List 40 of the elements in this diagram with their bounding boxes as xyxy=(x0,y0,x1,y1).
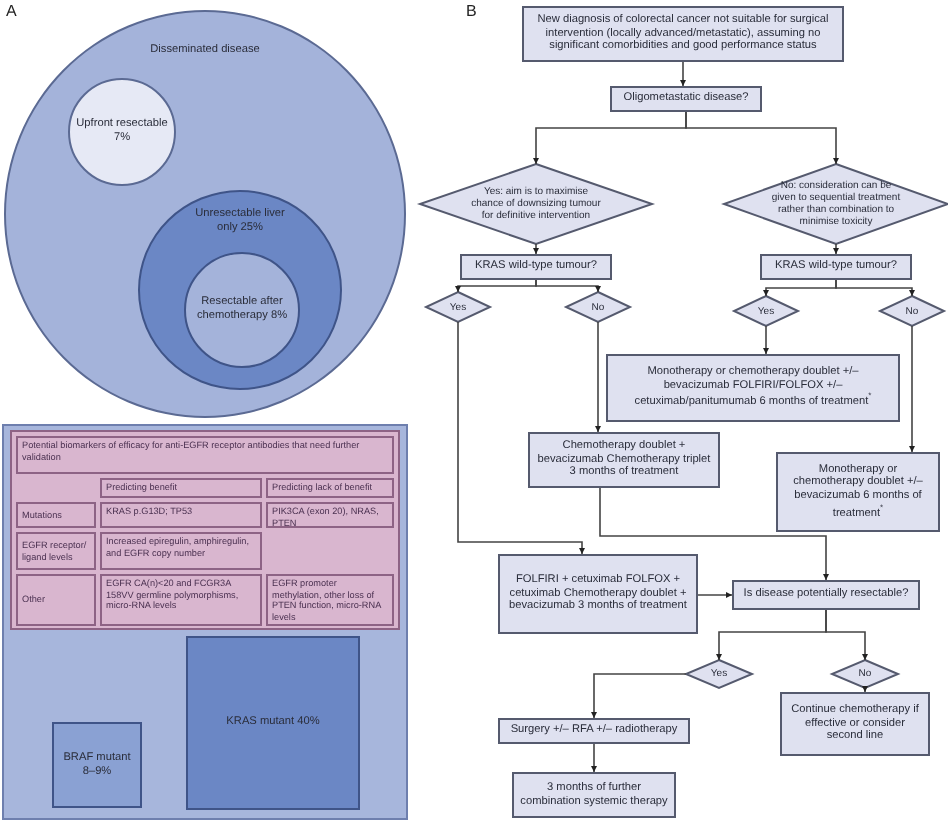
proportion-square xyxy=(186,636,360,810)
process-box xyxy=(760,254,912,280)
panel-letter: A xyxy=(6,2,17,20)
arrow xyxy=(590,743,598,773)
decision-diamond xyxy=(420,164,652,244)
arrow xyxy=(535,279,602,293)
process-box xyxy=(610,86,762,112)
region-circle xyxy=(184,252,300,368)
proportion-square xyxy=(52,722,142,808)
arrow xyxy=(762,325,770,355)
decision-diamond xyxy=(686,660,752,688)
arrow xyxy=(594,321,602,433)
panel-letter: B xyxy=(466,2,477,20)
arrow xyxy=(590,673,687,719)
process-box xyxy=(606,354,900,422)
decision-diamond xyxy=(724,164,948,244)
region-circle xyxy=(68,78,176,186)
process-box xyxy=(776,452,940,532)
process-box xyxy=(522,6,844,62)
arrow xyxy=(908,325,916,453)
process-box xyxy=(732,580,920,610)
decision-diamond xyxy=(734,296,798,326)
arrow xyxy=(825,609,869,661)
arrow xyxy=(685,111,840,165)
process-box xyxy=(498,718,690,744)
decision-diamond xyxy=(832,660,898,688)
arrow xyxy=(454,279,537,293)
arrow xyxy=(457,321,586,555)
arrow xyxy=(697,591,733,599)
process-box xyxy=(460,254,612,280)
decision-diamond xyxy=(880,296,944,326)
arrow xyxy=(832,243,840,255)
decision-diamond xyxy=(566,292,630,322)
arrow xyxy=(835,279,916,297)
arrow xyxy=(599,487,830,581)
arrow xyxy=(532,243,540,255)
decision-diamond xyxy=(426,292,490,322)
arrow xyxy=(679,61,687,87)
process-box xyxy=(512,772,676,818)
process-box xyxy=(498,554,698,634)
